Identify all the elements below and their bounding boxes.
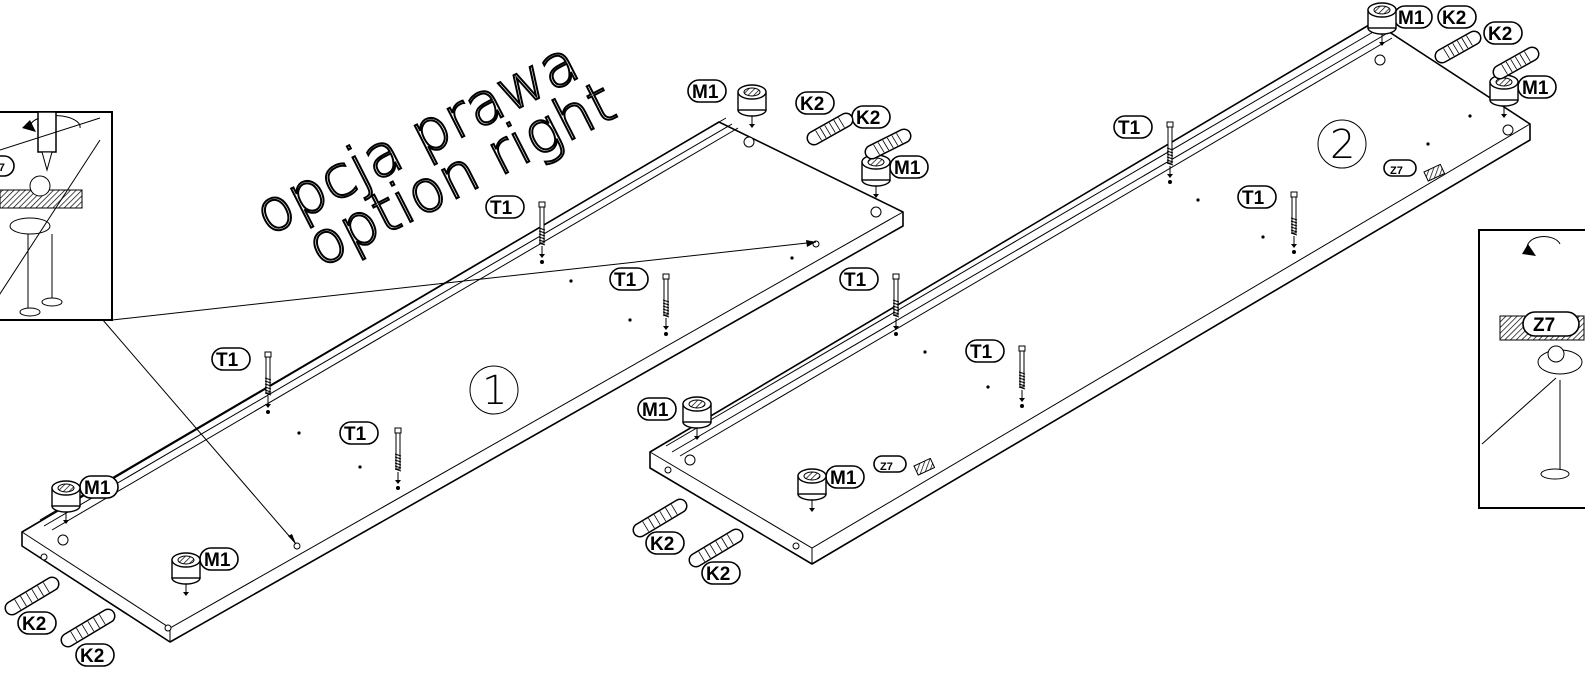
label-m1: M1 — [637, 397, 677, 421]
t1-screw — [1290, 191, 1298, 254]
label-k2: K2 — [701, 561, 741, 585]
label-t1: T1 — [965, 339, 1005, 363]
label-text-k2: K2 — [706, 564, 730, 585]
k2-dowel — [688, 528, 744, 568]
label-t1: T1 — [485, 195, 525, 219]
label-m1: M1 — [79, 475, 119, 499]
m1-cam — [682, 396, 712, 440]
label-k2: K2 — [75, 643, 115, 667]
m1-cam — [797, 468, 827, 512]
label-text-m1: M1 — [642, 400, 669, 421]
z7-clip — [1423, 163, 1446, 182]
inset-right: Z7 — [1478, 229, 1585, 509]
t1-screw — [1018, 345, 1026, 408]
m1-cam — [1367, 2, 1397, 46]
t1-screw — [662, 273, 670, 336]
t1-screw — [1166, 121, 1174, 184]
label-text-t1: T1 — [844, 270, 867, 291]
label-text-k2: K2 — [800, 94, 824, 115]
k2-dowel — [806, 112, 854, 146]
m1-cam — [51, 480, 81, 524]
label-m1: M1 — [1517, 75, 1557, 99]
m1-cam — [171, 552, 201, 596]
label-z7: Z7 — [1533, 315, 1555, 336]
label-text-m1: M1 — [894, 158, 921, 179]
label-t1: T1 — [1237, 185, 1277, 209]
label-text-z7: Z7 — [880, 461, 893, 473]
label-text-k2: K2 — [1442, 8, 1466, 29]
label-text-m1: M1 — [1398, 8, 1425, 29]
label-z7: Z7 — [1383, 159, 1417, 177]
label-text-t1: T1 — [344, 424, 367, 445]
label-t1: T1 — [211, 347, 251, 371]
m1-cam — [737, 84, 767, 128]
inset-left: Z7 — [0, 111, 113, 321]
k2-dowel — [1492, 46, 1540, 80]
label-m1: M1 — [1393, 5, 1433, 29]
label-m1: M1 — [889, 155, 929, 179]
t1-screw — [538, 201, 546, 264]
label-k2: K2 — [1483, 21, 1523, 45]
label-k2: K2 — [645, 531, 685, 555]
label-text-t1: T1 — [490, 198, 513, 219]
label-z7: Z7 — [873, 455, 907, 473]
label-text-t1: T1 — [1242, 188, 1265, 209]
label-k2: K2 — [1437, 5, 1477, 29]
t1-screw — [394, 427, 402, 490]
panel-2-number: 2 — [1330, 122, 1355, 168]
label-text-t1: T1 — [1118, 118, 1141, 139]
label-text-m1: M1 — [692, 82, 719, 103]
label-text-k2: K2 — [22, 614, 46, 635]
label-m1: M1 — [199, 547, 239, 571]
label-text-m1: M1 — [1522, 78, 1549, 99]
label-text-t1: T1 — [614, 270, 637, 291]
label-text-t1: T1 — [970, 342, 993, 363]
k2-dowel — [632, 498, 688, 538]
label-text-k2: K2 — [650, 534, 674, 555]
t1-screw — [264, 351, 272, 414]
panel-1-number: 1 — [482, 368, 507, 414]
label-text-m1: M1 — [84, 478, 111, 499]
label-m1: M1 — [825, 465, 865, 489]
z7-clip — [913, 457, 936, 476]
leader-line — [95, 311, 297, 545]
panel-1: 1 — [21, 117, 904, 643]
k2-dowel — [60, 608, 116, 648]
t1-screw — [892, 273, 900, 336]
m1-cam — [1489, 74, 1519, 118]
label-text-k2: K2 — [80, 646, 104, 667]
label-t1: T1 — [839, 267, 879, 291]
label-t1: T1 — [1113, 115, 1153, 139]
label-t1: T1 — [609, 267, 649, 291]
label-text-k2: K2 — [856, 108, 880, 129]
label-m1: M1 — [687, 79, 727, 103]
leader-line — [111, 241, 817, 321]
label-text-m1: M1 — [204, 550, 231, 571]
label-t1: T1 — [339, 421, 379, 445]
label-k2: K2 — [851, 105, 891, 129]
label-k2: K2 — [17, 611, 57, 635]
label-k2: K2 — [795, 91, 835, 115]
label-text-z7: Z7 — [1390, 165, 1403, 177]
k2-dowel — [4, 576, 60, 616]
m1-cam — [861, 154, 891, 198]
label-z7: Z7 — [0, 162, 5, 174]
k2-dowel — [864, 128, 912, 160]
k2-dowel — [1434, 30, 1482, 64]
label-text-t1: T1 — [216, 350, 239, 371]
label-text-k2: K2 — [1488, 24, 1512, 45]
label-text-m1: M1 — [830, 468, 857, 489]
